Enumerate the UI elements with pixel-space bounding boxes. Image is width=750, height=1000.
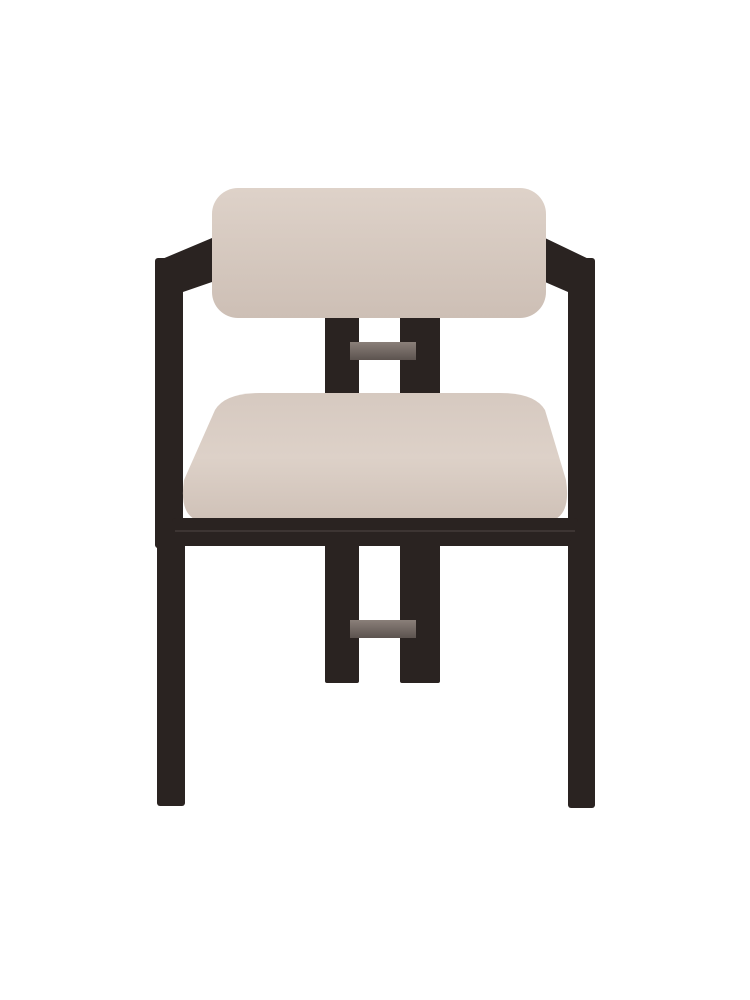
right-front-leg bbox=[568, 540, 595, 808]
backrest-cushion bbox=[212, 188, 546, 318]
left-front-leg bbox=[157, 540, 185, 806]
seat-cushion bbox=[182, 393, 568, 522]
back-metal-crossbar bbox=[350, 342, 416, 360]
left-rear-post bbox=[155, 258, 183, 548]
right-rear-post bbox=[568, 258, 595, 548]
lower-metal-crossbar bbox=[350, 620, 416, 638]
lower-upright-left bbox=[325, 540, 359, 683]
lower-upright-right bbox=[400, 540, 440, 683]
